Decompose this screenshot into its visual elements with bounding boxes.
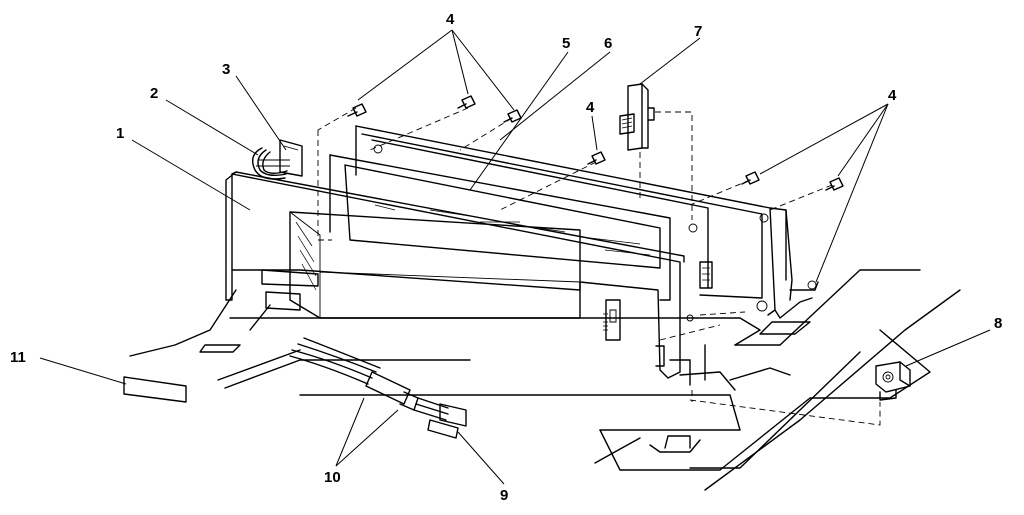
callout-7: 7: [694, 23, 702, 40]
screw-f: [825, 177, 844, 191]
switch-part: [619, 83, 655, 151]
callout-4-middle: 4: [586, 99, 595, 116]
bracket-part: [875, 361, 911, 401]
lens-panel: [329, 154, 671, 301]
screw-a: [347, 103, 367, 117]
label-plate: [123, 376, 187, 403]
callout-8: 8: [994, 315, 1002, 332]
screw-b: [457, 95, 476, 109]
callout-leaders: [39, 29, 991, 485]
callout-4-right: 4: [888, 87, 897, 104]
callout-11: 11: [10, 349, 26, 366]
front-bezel: [225, 171, 685, 379]
cable-bundle-top: [252, 147, 290, 180]
exploded-leader-lines: [317, 107, 881, 426]
screw-e: [741, 171, 760, 185]
callout-2: 2: [150, 85, 158, 102]
callout-10: 10: [324, 469, 341, 486]
screws: [347, 95, 844, 191]
screw-c: [503, 109, 522, 123]
callout-5: 5: [562, 35, 570, 52]
callout-labels: 1 2 3 4 4 4 5 6 7 8 9 10 11: [10, 11, 1002, 504]
callout-9: 9: [500, 487, 508, 504]
display-frame: [355, 125, 819, 322]
chassis-base: [129, 269, 961, 491]
callout-6: 6: [604, 35, 612, 52]
callout-1: 1: [116, 125, 124, 142]
callout-3: 3: [222, 61, 230, 78]
ribbon-cable: [289, 337, 467, 439]
callout-4-top: 4: [446, 11, 455, 28]
cable-clip: [279, 139, 303, 177]
screw-d: [587, 151, 606, 165]
